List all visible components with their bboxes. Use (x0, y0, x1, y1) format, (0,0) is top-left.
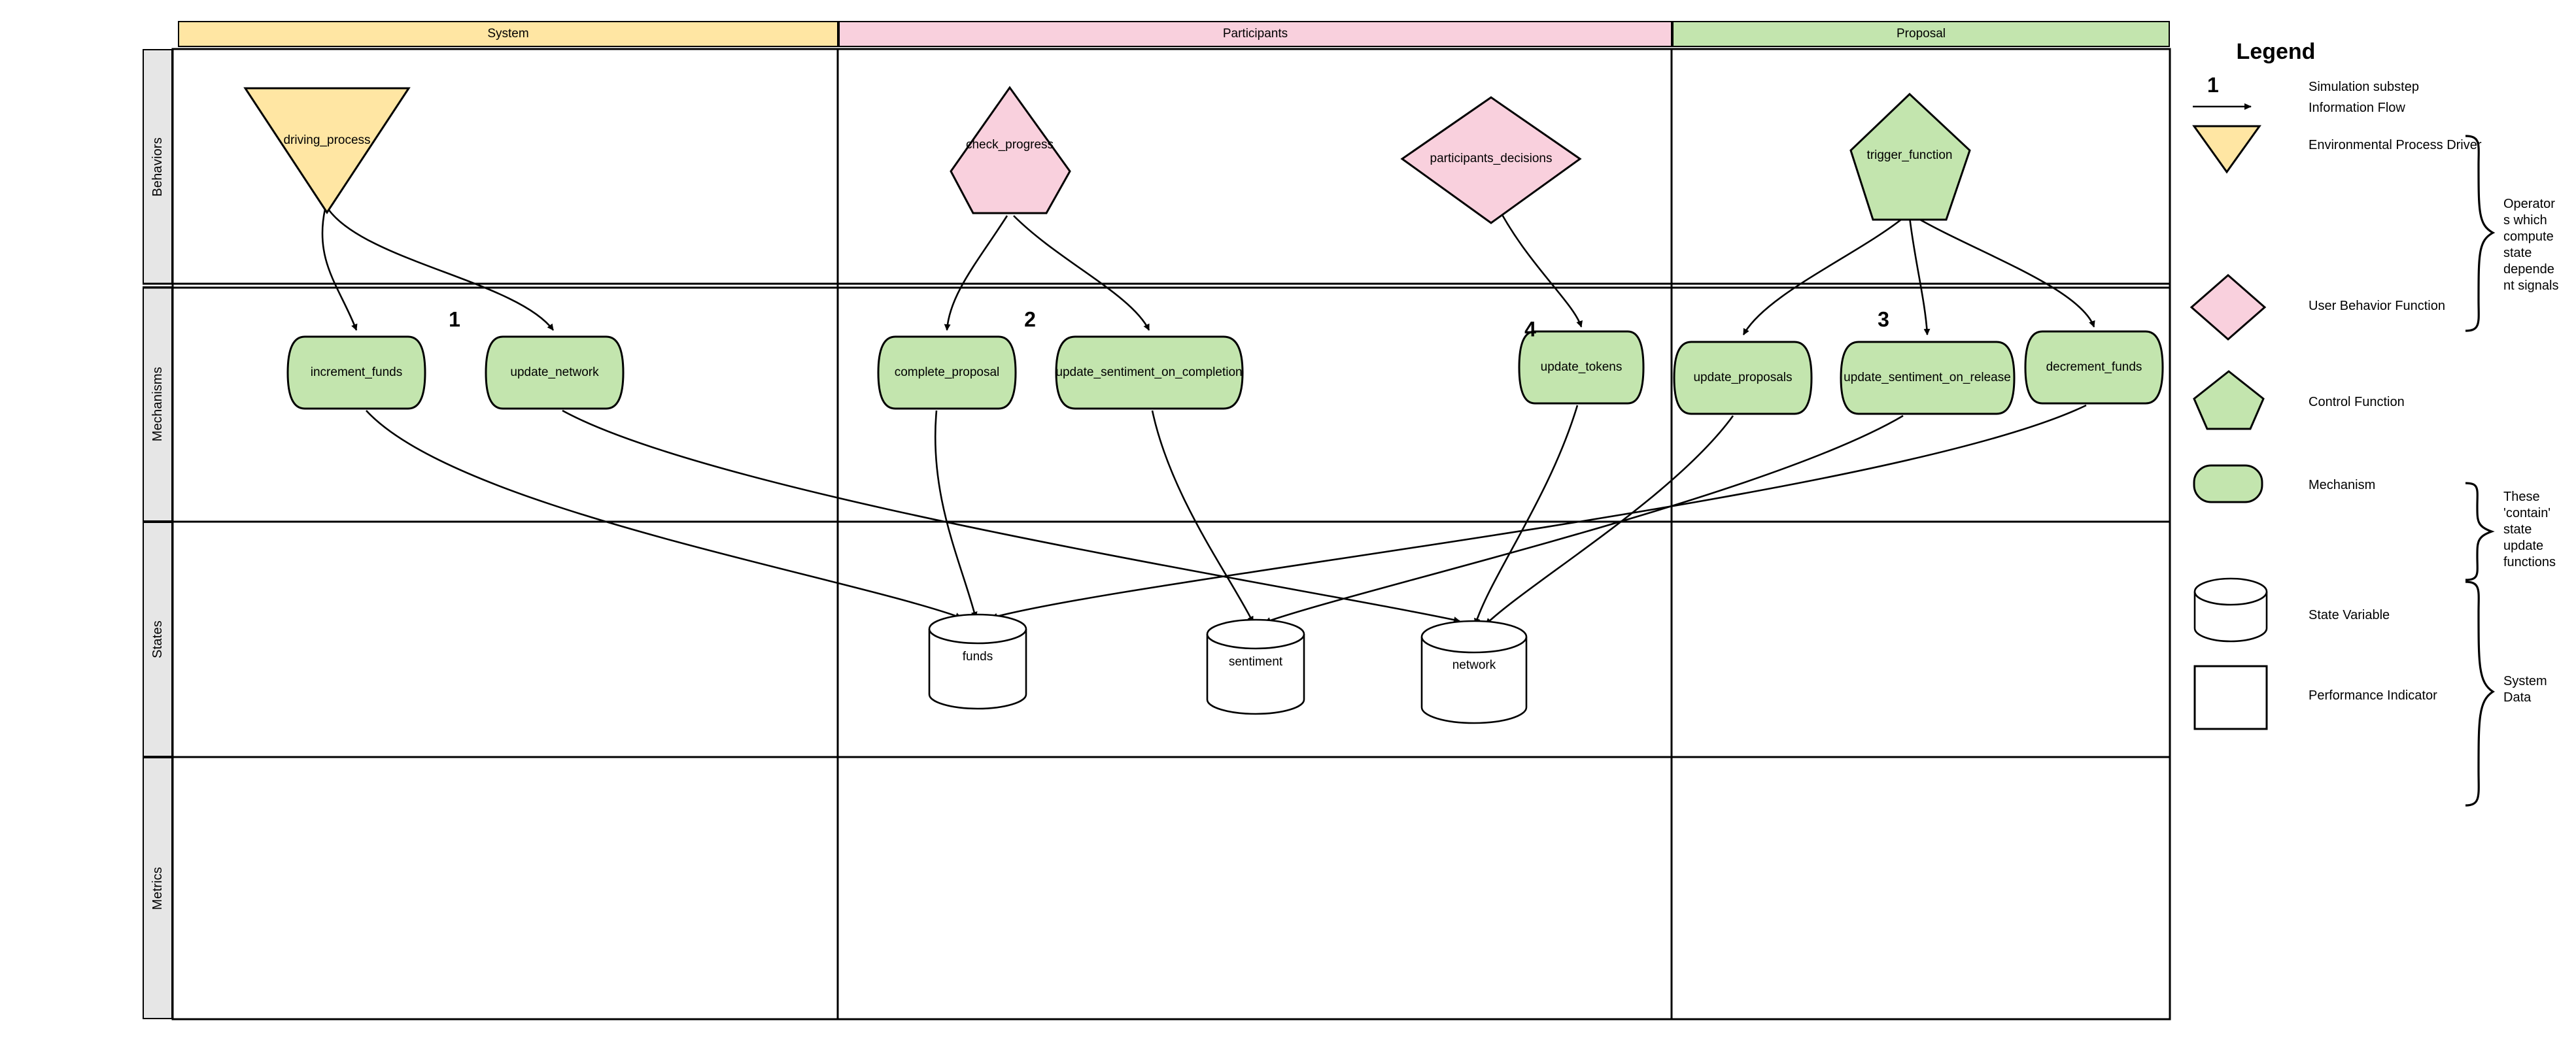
legend-mechanism-label: Mechanism (2309, 478, 2376, 492)
legend-state-variable-icon (2193, 577, 2268, 643)
node-network[interactable] (1419, 620, 1529, 724)
column-header-proposal: Proposal (1672, 21, 2170, 47)
legend-panel: Legend 1 Simulation substep Information … (2178, 20, 2576, 807)
legend-mechanism-icon (2193, 464, 2263, 503)
node-trigger-function[interactable] (1848, 92, 1972, 222)
legend-bracket-contain-text: These 'contain' state update functions (2503, 490, 2556, 569)
legend-environmental-process-driver-label: Environmental Process Driver (2309, 138, 2482, 152)
node-participants-decisions[interactable] (1400, 95, 1583, 226)
substep-number-4: 4 (1524, 317, 1536, 341)
node-update-proposals[interactable] (1672, 339, 1814, 416)
node-check-progress[interactable] (948, 85, 1073, 216)
node-update-sentiment-on-completion[interactable] (1054, 334, 1245, 411)
legend-bracket-system-data-text: System Data (2503, 674, 2547, 705)
column-header-participants: Participants (838, 21, 1672, 47)
column-header-system-label: System (487, 27, 529, 41)
column-header-system: System (178, 21, 838, 47)
node-funds[interactable] (927, 613, 1029, 711)
legend-performance-indicator-label: Performance Indicator (2309, 688, 2437, 703)
legend-substep-number: 1 (2207, 73, 2219, 97)
node-increment-funds[interactable] (285, 334, 428, 411)
row-label-mechanisms: Mechanisms (143, 286, 173, 522)
legend-substep-label: Simulation substep (2309, 80, 2419, 94)
node-driving-process[interactable] (242, 85, 412, 216)
substep-number-1: 1 (449, 307, 460, 331)
legend-bracket-operators (2465, 135, 2496, 332)
legend-control-function-icon (2193, 370, 2265, 430)
legend-control-function-label: Control Function (2309, 395, 2405, 409)
legend-user-behavior-function-label: User Behavior Function (2309, 299, 2445, 313)
legend-performance-indicator-icon (2193, 665, 2268, 730)
node-decrement-funds[interactable] (2023, 329, 2165, 406)
node-update-sentiment-on-release[interactable] (1838, 339, 2017, 416)
substep-number-3: 3 (1878, 307, 1889, 331)
column-header-participants-label: Participants (1222, 27, 1288, 41)
node-update-network[interactable] (483, 334, 626, 411)
node-update-tokens[interactable] (1517, 329, 1646, 406)
legend-state-variable-label: State Variable (2309, 608, 2390, 622)
column-header-proposal-label: Proposal (1897, 27, 1946, 41)
legend-bracket-system-data (2465, 581, 2495, 807)
substep-number-2: 2 (1024, 307, 1036, 331)
legend-information-flow-icon (2193, 103, 2252, 110)
node-sentiment[interactable] (1205, 618, 1307, 717)
legend-bracket-operators-text: Operators which compute state dependent … (2503, 197, 2559, 293)
legend-information-flow-label: Information Flow (2309, 101, 2405, 115)
legend-bracket-contain (2465, 482, 2495, 581)
node-complete-proposal[interactable] (876, 334, 1018, 411)
legend-user-behavior-function-icon (2190, 274, 2267, 341)
legend-title: Legend (2236, 39, 2316, 64)
legend-environmental-process-driver-icon (2192, 125, 2261, 174)
